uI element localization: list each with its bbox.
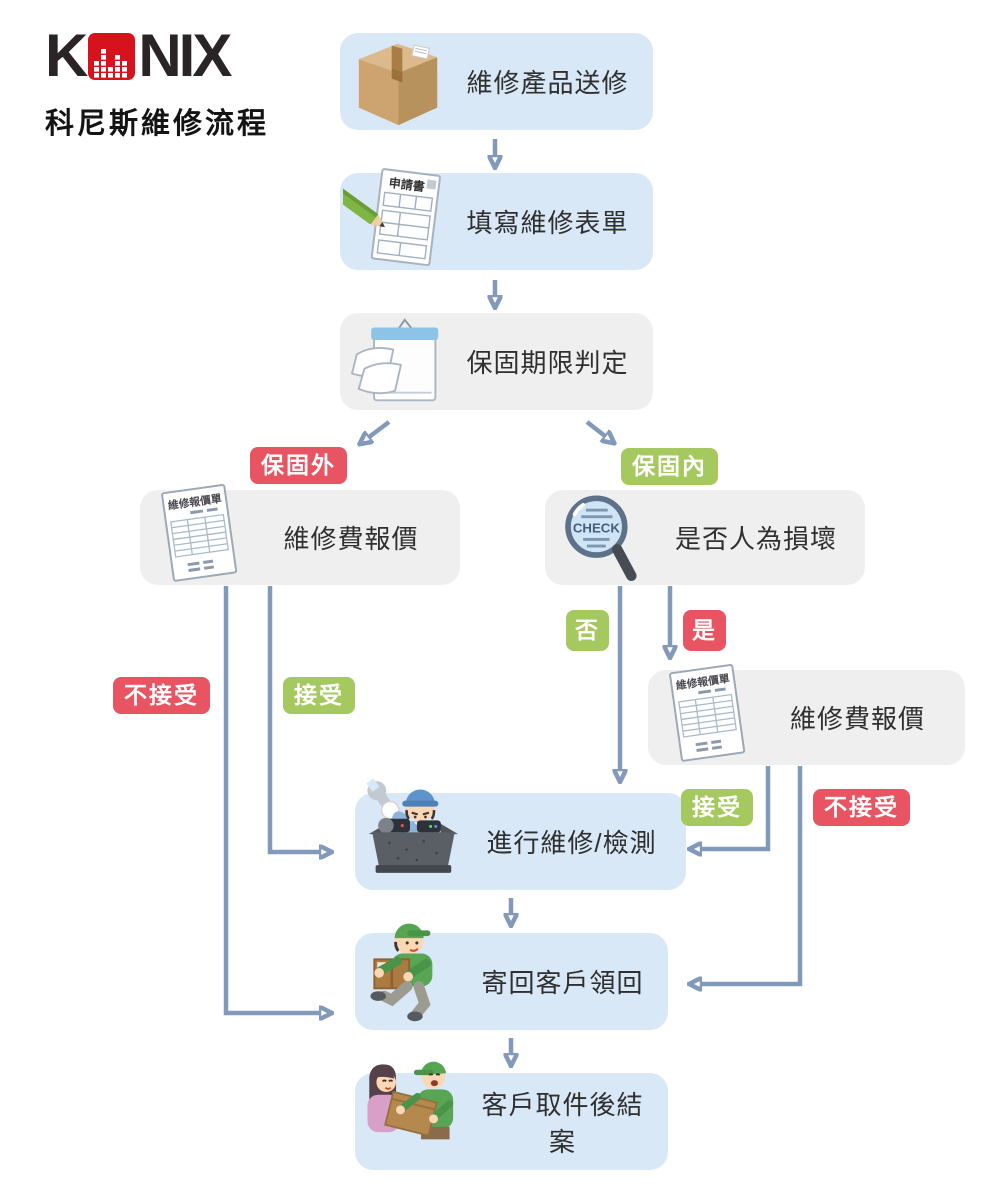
equalizer-icon (88, 32, 136, 80)
check-lens-text: CHECK (573, 520, 620, 535)
step-label: 是否人為損壞 (674, 524, 837, 554)
step-damage-check: CHECK 是否人為損壞 (545, 490, 865, 585)
step-warranty-check: 保固期限判定 (340, 313, 653, 410)
tag-accept-left: 接受 (283, 677, 355, 715)
step-label: 維修產品送修 (466, 68, 629, 98)
tag-reject-right: 不接受 (813, 789, 910, 827)
form-pencil-icon: 申請書 (340, 164, 456, 268)
cardboard-box-icon (340, 36, 456, 128)
brand-letters-nix: NIX (138, 22, 232, 89)
page-title: 科尼斯維修流程 (45, 108, 270, 140)
brand-letter-k: K (45, 22, 88, 89)
step-quote-right: 維修報價單 維修費報價 (648, 663, 965, 765)
tag-no: 否 (566, 610, 609, 652)
repairman-icon (355, 771, 471, 887)
step-close-case: 客戶取件後結案 (355, 1061, 668, 1170)
quote-sheet-icon: 維修報價單 (648, 660, 764, 764)
tag-reject-left: 不接受 (113, 677, 210, 715)
step-ship-back: 寄回客戶領回 (355, 923, 668, 1030)
quote-sheet-icon: 維修報價單 (140, 480, 256, 584)
step-label: 寄回客戶領回 (481, 968, 644, 998)
tag-yes: 是 (683, 610, 726, 652)
arrow-reject-left-to-return (223, 586, 320, 1013)
customer-pickup-icon (355, 1051, 471, 1167)
konix-logo: K NIX 科尼斯維修流程 (45, 26, 269, 142)
step-label: 保固期限判定 (466, 348, 629, 378)
magnifier-check-icon: CHECK (545, 488, 661, 588)
tag-in-warranty: 保固內 (621, 448, 718, 486)
tag-out-of-warranty: 保固外 (250, 447, 347, 485)
step-fill-form: 申請書 (340, 167, 653, 270)
step-quote-left: 維修報價單 維修費報價 (140, 483, 460, 585)
form-title-text: 申請書 (388, 174, 426, 193)
arrow-accept-left-to-repair (267, 586, 320, 852)
step-label: 填寫維修表單 (466, 208, 629, 238)
arrow-warranty-to-in (585, 420, 605, 436)
arrow-warranty-to-out (369, 420, 391, 437)
delivery-man-icon (355, 911, 471, 1027)
step-label: 客戶取件後結案 (481, 1089, 644, 1157)
brand-wordmark: K NIX (45, 26, 269, 86)
calendar-icon (340, 316, 456, 408)
step-label: 維修費報價 (789, 704, 925, 734)
tag-accept-right: 接受 (681, 789, 753, 827)
step-repair: 進行維修/檢測 (355, 777, 686, 890)
step-send-product: 維修產品送修 (340, 33, 653, 130)
step-label: 進行維修/檢測 (486, 828, 657, 858)
step-label: 維修費報價 (283, 524, 419, 554)
